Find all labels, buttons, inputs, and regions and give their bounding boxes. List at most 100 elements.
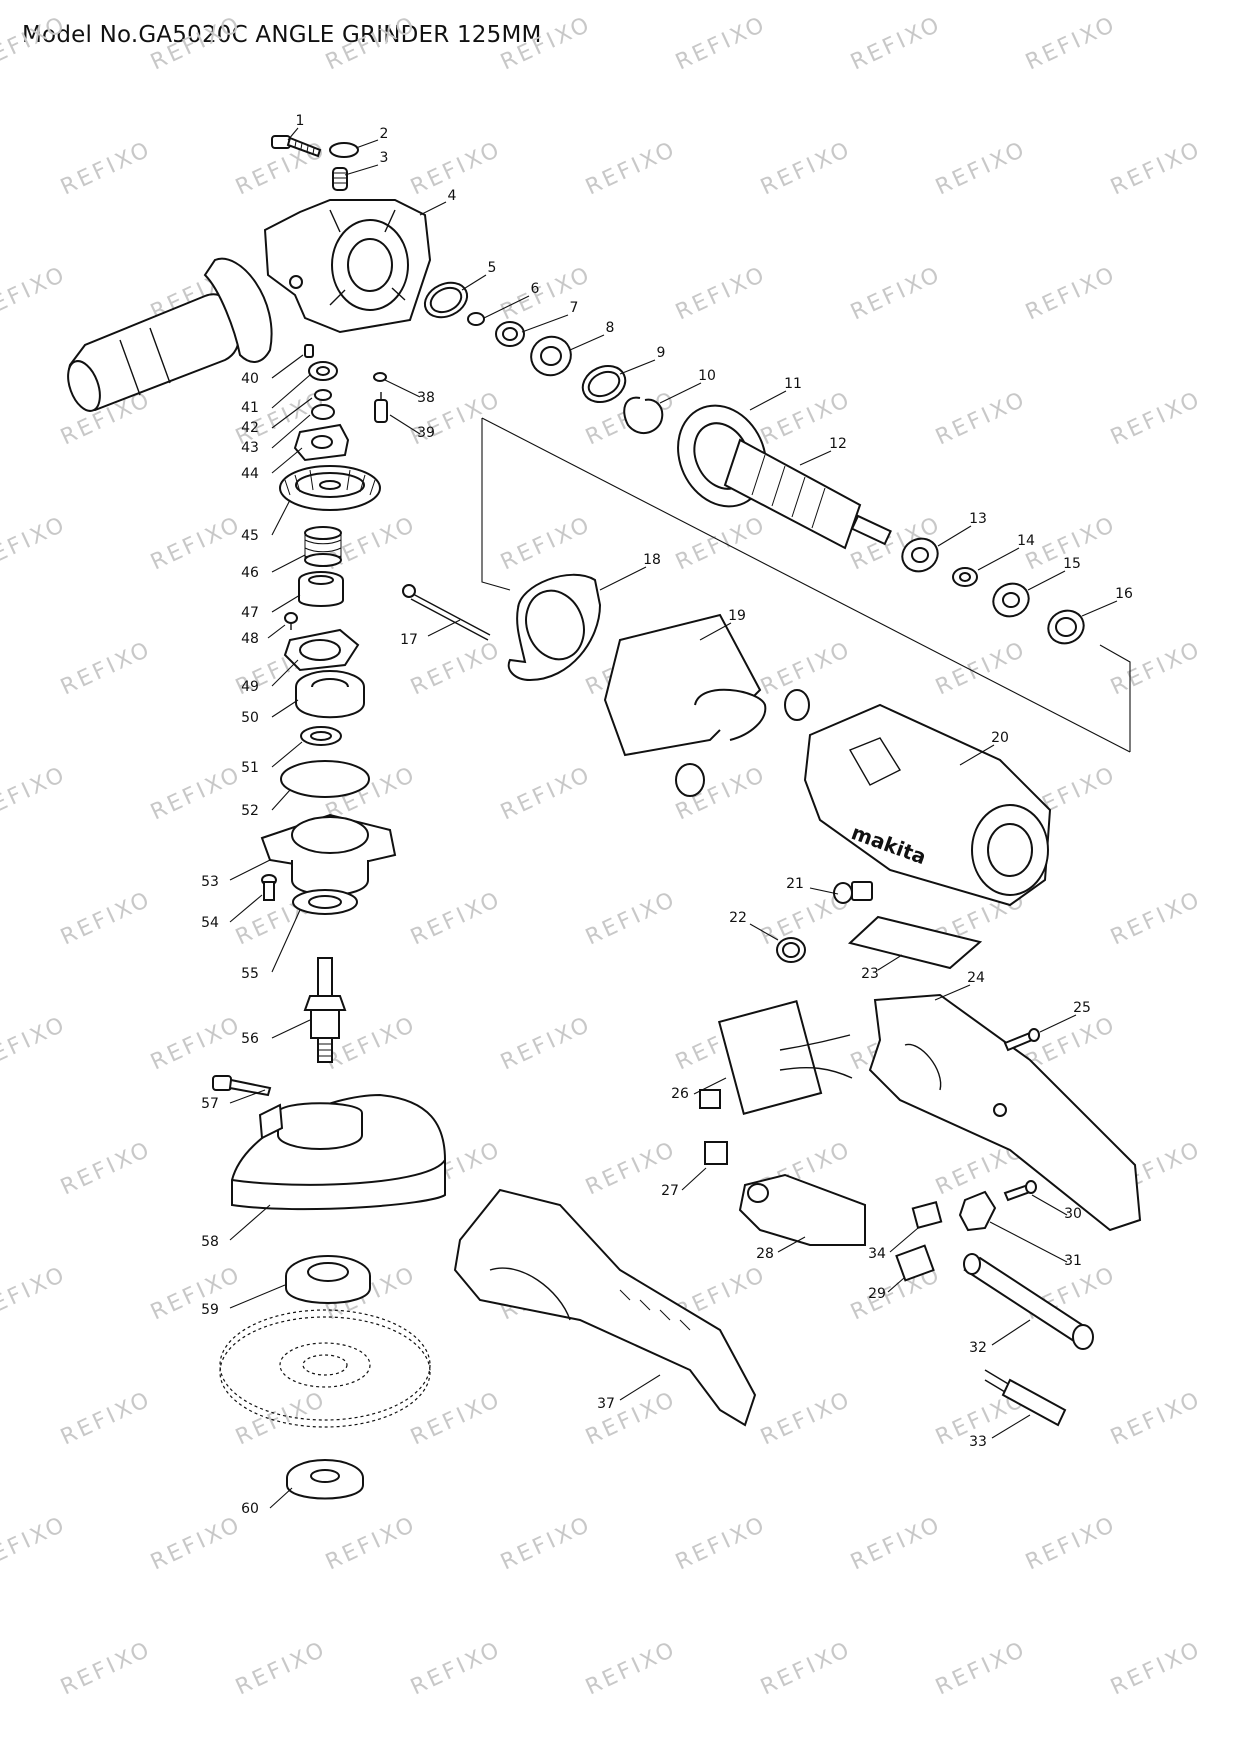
leader-line-26 <box>693 1077 727 1095</box>
leader-line-25 <box>1039 1014 1077 1033</box>
callout-number-2: 2 <box>380 126 389 142</box>
watermark-text: REFIXO <box>932 637 1031 701</box>
leader-line-51 <box>271 741 303 768</box>
watermark-text: REFIXO <box>232 1387 331 1451</box>
watermark-text: REFIXO <box>57 137 156 201</box>
watermark-text: REFIXO <box>147 1262 246 1326</box>
leader-line-58 <box>229 1204 271 1241</box>
screw-part <box>212 1075 272 1097</box>
watermark-text: REFIXO <box>1107 887 1206 951</box>
watermark-text: REFIXO <box>1107 387 1206 451</box>
spring-part <box>304 526 342 567</box>
watermark-text: REFIXO <box>57 1637 156 1701</box>
motor-housing-part: makita <box>803 703 1052 907</box>
leader-line-16 <box>1081 600 1118 617</box>
callout-number-55: 55 <box>241 966 259 982</box>
watermark-text: REFIXO <box>582 1637 681 1701</box>
callout-number-19: 19 <box>728 608 746 624</box>
baffle-plate-part <box>507 573 602 682</box>
callout-number-22: 22 <box>729 910 747 926</box>
watermark-text: REFIXO <box>407 1637 506 1701</box>
callout-number-58: 58 <box>201 1234 219 1250</box>
callout-number-45: 45 <box>241 528 259 544</box>
leader-line-30 <box>1031 1194 1068 1216</box>
leader-line-11 <box>749 390 787 411</box>
strain-relief-part <box>958 1190 997 1232</box>
callout-number-20: 20 <box>991 730 1009 746</box>
watermark-text: REFIXO <box>847 12 946 76</box>
callout-number-15: 15 <box>1063 556 1081 572</box>
watermark-text: REFIXO <box>322 1512 421 1576</box>
leader-line-14 <box>977 547 1020 571</box>
leader-line-18 <box>599 566 647 591</box>
callout-number-57: 57 <box>201 1096 219 1112</box>
retaining-ring-part <box>314 389 332 401</box>
leader-line-12 <box>799 450 832 466</box>
lock-nut-part <box>286 1459 364 1500</box>
callout-number-38: 38 <box>417 390 435 406</box>
leader-line-22 <box>749 923 779 941</box>
watermark-text: REFIXO <box>1107 1387 1206 1451</box>
leader-line-28 <box>777 1236 806 1253</box>
bearing-box-part <box>1047 609 1085 645</box>
leader-line-55 <box>271 909 301 973</box>
watermark-text: REFIXO <box>757 637 856 701</box>
callout-number-46: 46 <box>241 565 259 581</box>
leader-line-50 <box>271 699 299 718</box>
watermark-text: REFIXO <box>497 512 596 576</box>
callout-number-14: 14 <box>1017 533 1035 549</box>
watermark-text: REFIXO <box>757 1387 856 1451</box>
grinding-wheel-part <box>219 1309 431 1428</box>
leader-line-9 <box>619 359 656 375</box>
callout-number-32: 32 <box>969 1340 987 1356</box>
callout-number-13: 13 <box>969 511 987 527</box>
callout-number-39: 39 <box>417 425 435 441</box>
callout-number-9: 9 <box>657 345 666 361</box>
watermark-text: REFIXO <box>57 1387 156 1451</box>
leader-line-57 <box>229 1089 266 1104</box>
leader-line-5 <box>461 274 487 291</box>
callout-number-43: 43 <box>241 440 259 456</box>
callout-number-6: 6 <box>531 281 540 297</box>
washer-part <box>311 404 335 420</box>
callout-number-17: 17 <box>400 632 418 648</box>
callout-number-3: 3 <box>380 150 389 166</box>
screw-part <box>261 874 277 901</box>
callout-number-1: 1 <box>296 113 305 129</box>
callout-number-12: 12 <box>829 436 847 452</box>
callout-number-5: 5 <box>488 260 497 276</box>
watermark-text: REFIXO <box>57 1137 156 1201</box>
leader-line-17 <box>427 619 461 637</box>
label-part <box>847 915 983 970</box>
leader-line-13 <box>937 525 972 547</box>
cord-guard-part <box>963 1253 1094 1350</box>
callout-number-41: 41 <box>241 400 259 416</box>
watermark-text: REFIXO <box>932 137 1031 201</box>
leader-line-40 <box>271 354 304 379</box>
bracket-line <box>1099 644 1131 752</box>
spiral-bevel-gear-part <box>279 465 381 511</box>
ball-bearing-part <box>295 670 365 719</box>
watermark-text: REFIXO <box>322 512 421 576</box>
callout-number-60: 60 <box>241 1501 259 1517</box>
watermark-text: REFIXO <box>407 1387 506 1451</box>
watermark-text: REFIXO <box>0 12 71 76</box>
power-cord-part <box>984 1369 1067 1427</box>
labyrinth-ring-part <box>292 889 358 915</box>
watermark-text: REFIXO <box>847 262 946 326</box>
watermark-text: REFIXO <box>672 512 771 576</box>
spindle-part <box>303 957 347 1063</box>
leader-line-38 <box>384 379 421 398</box>
nut-part <box>467 312 485 326</box>
leader-line-7 <box>521 314 569 333</box>
leader-line-24 <box>934 984 971 1001</box>
watermark-text: REFIXO <box>57 637 156 701</box>
callout-number-26: 26 <box>671 1086 689 1102</box>
watermark-text: REFIXO <box>232 1637 331 1701</box>
leader-line-59 <box>229 1284 286 1309</box>
leader-line-6 <box>483 295 530 319</box>
leader-line-47 <box>271 594 301 613</box>
watermark-text: REFIXO <box>757 1637 856 1701</box>
